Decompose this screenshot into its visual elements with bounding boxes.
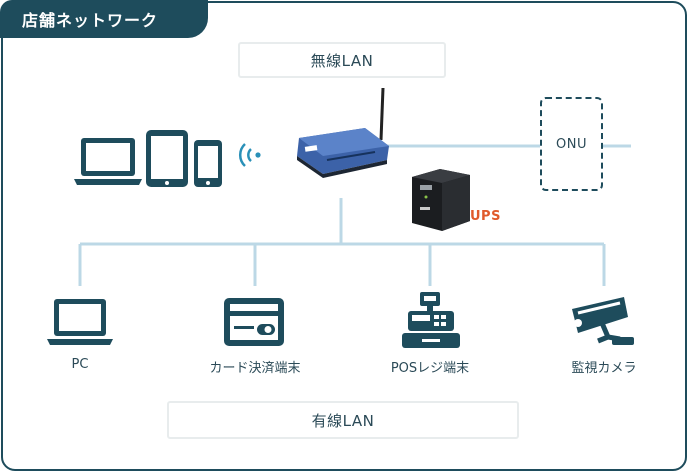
tablet-icon: [146, 130, 188, 187]
wireless-lan-label: 無線LAN: [238, 42, 446, 78]
laptop-icon: [74, 138, 142, 185]
security-camera-icon: [572, 297, 634, 345]
onu-box: ONU: [540, 97, 603, 191]
ups-label: UPS: [470, 209, 501, 224]
diagram-title: 店舗ネットワーク: [0, 0, 208, 38]
camera-label: 監視カメラ: [571, 361, 637, 376]
pc-icon: [47, 299, 113, 345]
pos-register-icon: [402, 292, 460, 348]
ups-icon: [412, 169, 470, 231]
card-terminal-label: カード決済端末: [209, 361, 301, 376]
wifi-icon: [238, 143, 261, 167]
wired-lan-label: 有線LAN: [167, 401, 519, 439]
pos-register-label: POSレジ端末: [390, 361, 470, 376]
router-icon: [297, 87, 389, 178]
smartphone-icon: [194, 140, 222, 187]
card-terminal-icon: [224, 298, 284, 346]
pc-label: PC: [71, 357, 89, 372]
